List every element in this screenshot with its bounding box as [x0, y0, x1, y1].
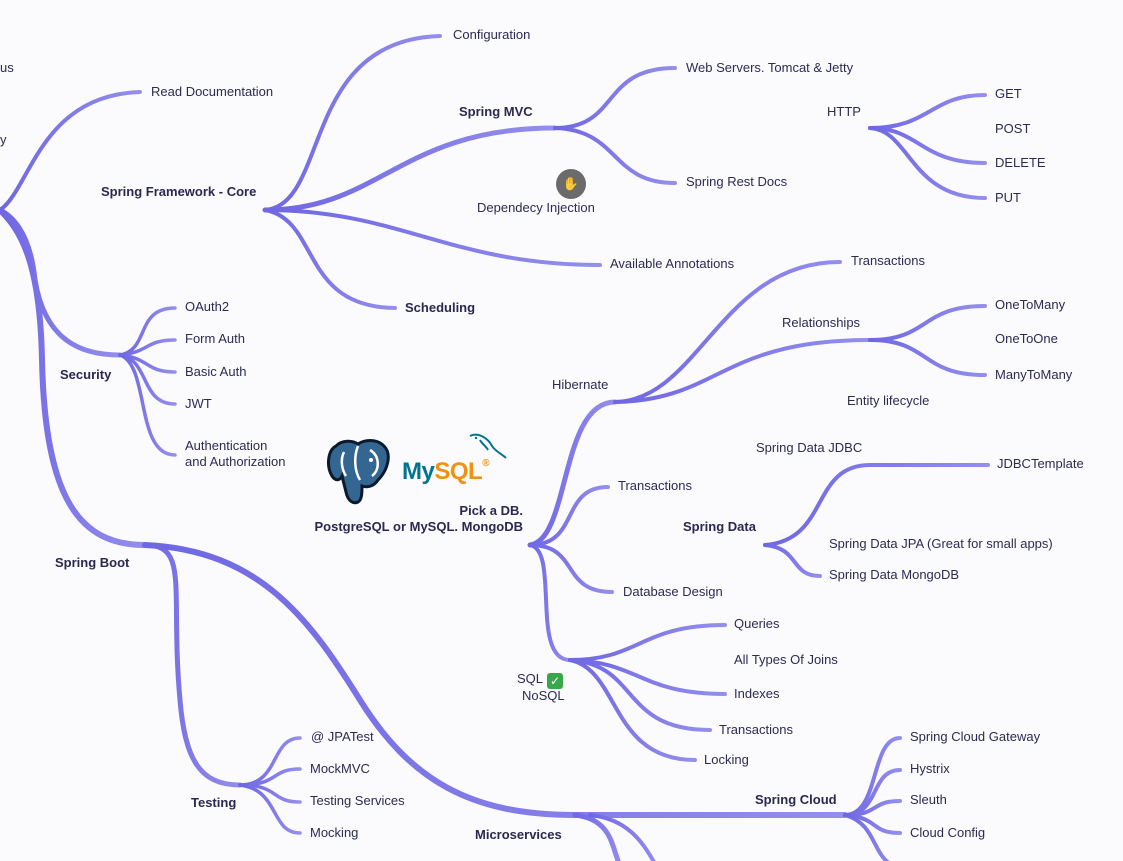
node-mocking[interactable]: Mocking [310, 825, 359, 840]
node-one-to-one[interactable]: OneToOne [995, 331, 1058, 346]
node-spring-data-jdbc[interactable]: Spring Data JDBC [756, 440, 863, 455]
node-oauth2[interactable]: OAuth2 [185, 299, 230, 314]
node-post[interactable]: POST [995, 121, 1031, 136]
node-hibernate[interactable]: Hibernate [552, 377, 609, 392]
auth-line-2: and Authorization [185, 454, 286, 469]
node-jpatest[interactable]: @ JPATest [311, 729, 374, 744]
node-basic-auth[interactable]: Basic Auth [185, 364, 247, 379]
cut-label-y: y [0, 132, 7, 147]
node-indexes[interactable]: Indexes [734, 686, 780, 701]
node-spring-cloud[interactable]: Spring Cloud [755, 792, 837, 807]
check-mark-icon: ✓ [547, 673, 564, 689]
node-queries[interactable]: Queries [734, 616, 780, 631]
node-delete[interactable]: DELETE [995, 155, 1046, 170]
node-spring-mvc[interactable]: Spring MVC [459, 104, 533, 119]
node-scheduling[interactable]: Scheduling [405, 300, 476, 315]
auth-line-1: Authentication [185, 438, 268, 453]
mysql-logo-icon: MySQL® [402, 432, 512, 492]
pick-db-line-1: Pick a DB. [459, 503, 523, 518]
node-spring-framework-core[interactable]: Spring Framework - Core [101, 184, 257, 199]
node-testing[interactable]: Testing [191, 795, 237, 810]
node-locking[interactable]: Locking [704, 752, 749, 767]
node-form-auth[interactable]: Form Auth [185, 331, 245, 346]
node-available-annotations[interactable]: Available Annotations [610, 256, 735, 271]
node-authentication-authorization[interactable]: Authentication and Authorization [185, 438, 285, 470]
node-get[interactable]: GET [995, 86, 1022, 101]
node-jdbc-template[interactable]: JDBCTemplate [997, 456, 1084, 471]
node-put[interactable]: PUT [995, 190, 1021, 205]
node-relationships[interactable]: Relationships [782, 315, 861, 330]
node-nosql[interactable]: NoSQL [522, 688, 565, 703]
node-mockmvc[interactable]: MockMVC [310, 761, 370, 776]
node-many-to-many[interactable]: ManyToMany [995, 367, 1073, 382]
node-database-design[interactable]: Database Design [623, 584, 723, 599]
node-microservices[interactable]: Microservices [475, 827, 562, 842]
node-spring-boot[interactable]: Spring Boot [55, 555, 130, 570]
node-hystrix[interactable]: Hystrix [910, 761, 950, 776]
node-http[interactable]: HTTP [827, 104, 861, 119]
node-security[interactable]: Security [60, 367, 112, 382]
grab-hand-icon: ✋ [556, 169, 586, 199]
node-cloud-config[interactable]: Cloud Config [910, 825, 986, 840]
node-pick-a-db[interactable]: Pick a DB. PostgreSQL or MySQL. MongoDB [300, 503, 524, 535]
postgresql-logo-icon [324, 436, 394, 513]
node-spring-cloud-gateway[interactable]: Spring Cloud Gateway [910, 729, 1041, 744]
node-web-servers[interactable]: Web Servers. Tomcat & Jetty [686, 60, 854, 75]
node-configuration[interactable]: Configuration [453, 27, 531, 42]
node-spring-data-jpa[interactable]: Spring Data JPA (Great for small apps) [829, 536, 1053, 551]
node-read-documentation[interactable]: Read Documentation [151, 84, 274, 99]
cut-label-us: us [0, 60, 14, 75]
node-one-to-many[interactable]: OneToMany [995, 297, 1066, 312]
pick-db-line-2: PostgreSQL or MySQL. MongoDB [314, 519, 524, 534]
sql-label: SQL [517, 671, 544, 686]
node-transactions-hibernate[interactable]: Transactions [851, 253, 925, 268]
mysql-wordmark: MySQL® [402, 458, 490, 485]
node-transactions-db[interactable]: Transactions [618, 478, 692, 493]
node-sleuth[interactable]: Sleuth [910, 792, 947, 807]
node-dependency-injection[interactable]: Dependecy Injection [477, 200, 595, 215]
node-all-types-of-joins[interactable]: All Types Of Joins [734, 652, 838, 667]
node-spring-data[interactable]: Spring Data [683, 519, 756, 534]
node-jwt[interactable]: JWT [185, 396, 212, 411]
node-spring-rest-docs[interactable]: Spring Rest Docs [686, 174, 788, 189]
node-sql[interactable]: SQL✓ [517, 671, 564, 689]
node-transactions-sql[interactable]: Transactions [719, 722, 793, 737]
node-testing-services[interactable]: Testing Services [310, 793, 405, 808]
node-spring-data-mongodb[interactable]: Spring Data MongoDB [829, 567, 960, 582]
node-entity-lifecycle[interactable]: Entity lifecycle [847, 393, 930, 408]
